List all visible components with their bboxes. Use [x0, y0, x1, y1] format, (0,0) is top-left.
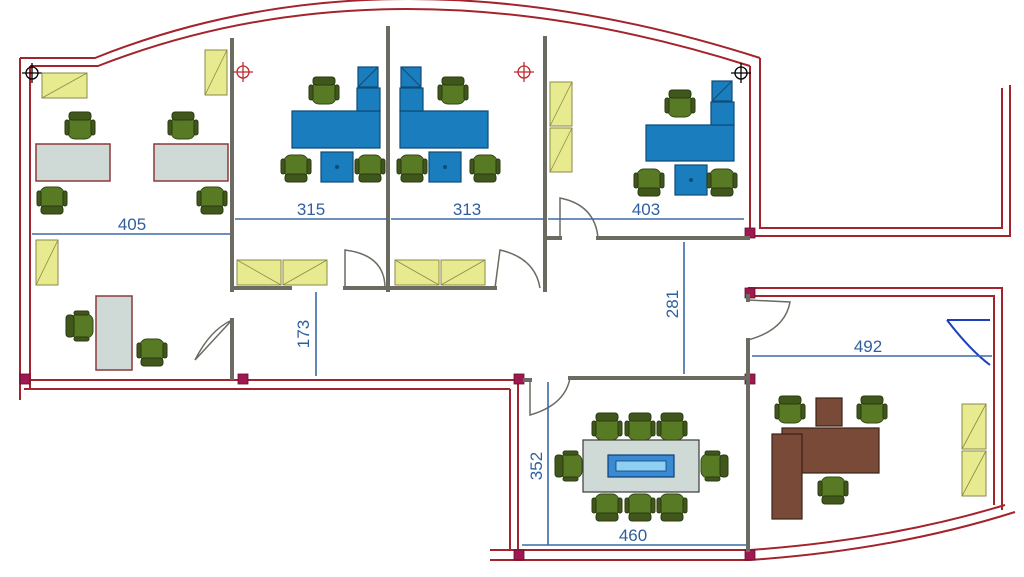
dimension-label: 403: [632, 200, 660, 219]
chair: [437, 76, 469, 105]
chair: [396, 154, 428, 183]
crosshairs: [22, 62, 751, 83]
chair: [280, 154, 312, 183]
desk: [153, 143, 229, 182]
desk: [35, 143, 111, 182]
chair: [591, 493, 623, 522]
cabinet: [961, 450, 987, 497]
chair: [774, 395, 806, 424]
cabinet: [41, 72, 88, 99]
chair: [700, 450, 729, 482]
chair: [65, 310, 94, 342]
desks: [35, 66, 880, 520]
doors: [194, 197, 991, 416]
dimension-label: 313: [453, 200, 481, 219]
cabinets: [35, 49, 987, 497]
desk: [645, 124, 735, 162]
chair: [856, 395, 888, 424]
desk: [95, 295, 133, 371]
chair: [817, 476, 849, 505]
cabinet: [35, 239, 59, 286]
chair: [36, 186, 68, 215]
chair: [554, 450, 583, 482]
crosshair-icon: [22, 63, 42, 83]
cabinet: [440, 259, 486, 286]
dimension-label: 405: [118, 215, 146, 234]
chair: [308, 76, 340, 105]
crosshair-icon: [731, 63, 751, 83]
chair: [167, 111, 199, 140]
chair: [706, 168, 738, 197]
outer-walls: [19, 0, 1016, 561]
chair: [469, 154, 501, 183]
dimension-label: 492: [854, 337, 882, 356]
crosshair-icon: [514, 62, 534, 82]
chair: [624, 412, 656, 441]
dimension-label: 315: [297, 200, 325, 219]
chair: [196, 186, 228, 215]
cabinet: [282, 259, 328, 286]
chair: [664, 89, 696, 118]
chair: [136, 338, 168, 367]
cabinet: [236, 259, 282, 286]
dimension-label: 173: [294, 320, 313, 348]
dimension-label: 460: [619, 526, 647, 545]
chair: [633, 168, 665, 197]
cabinet: [961, 403, 987, 450]
chair: [624, 493, 656, 522]
cabinet: [204, 49, 228, 96]
desk: [399, 110, 489, 149]
chairs: [36, 76, 888, 522]
crosshair-icon: [233, 62, 253, 82]
dimension-lines: 405 315 313 403 173 281 492 352 460: [32, 200, 992, 546]
cabinet: [394, 259, 440, 286]
cabinet: [549, 127, 573, 173]
desk: [291, 110, 381, 149]
dimension-label: 352: [527, 452, 546, 480]
desk: [815, 397, 843, 427]
chair: [656, 412, 688, 441]
inner-walls: [230, 26, 750, 552]
cabinet: [549, 81, 573, 127]
chair: [656, 493, 688, 522]
chair: [591, 412, 623, 441]
dimension-label: 281: [663, 290, 682, 318]
chair: [354, 154, 386, 183]
chair: [64, 111, 96, 140]
